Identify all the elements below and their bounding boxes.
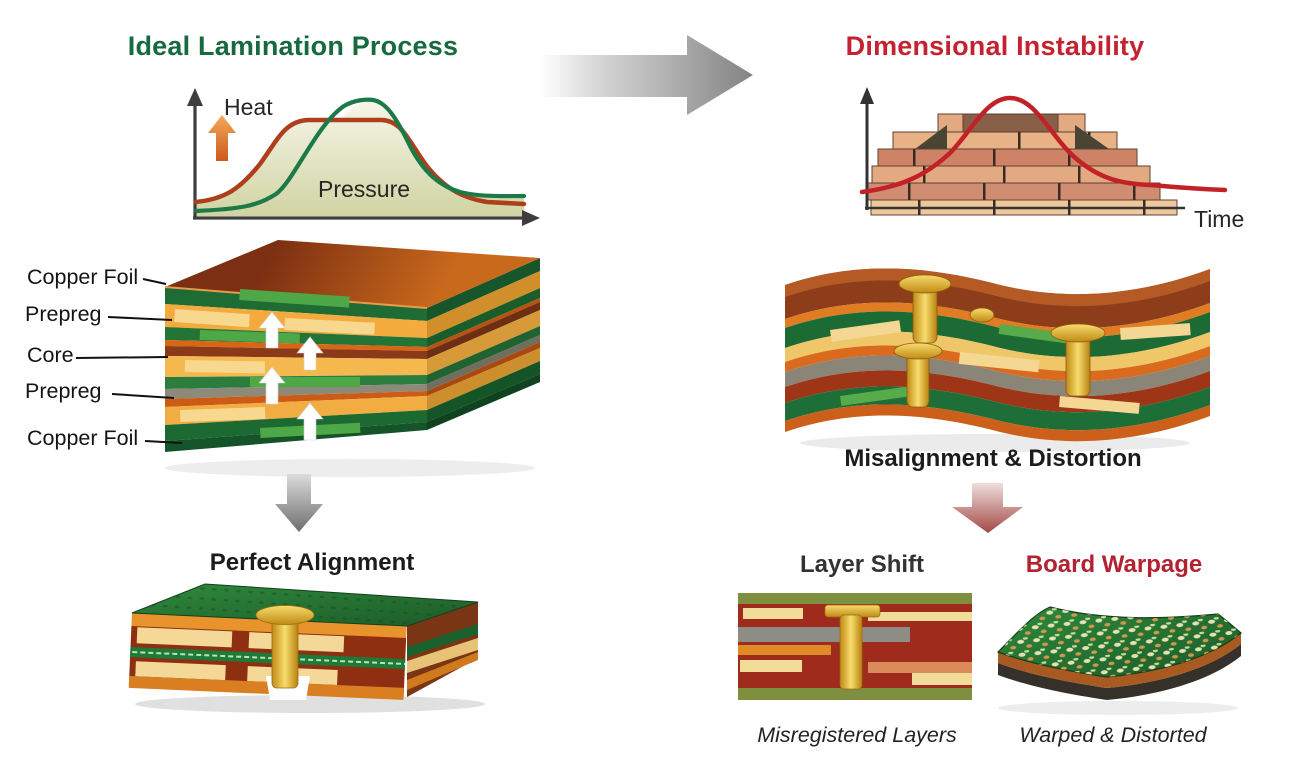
pressure-curve <box>193 97 527 214</box>
layer-label-prepreg-top: Prepreg <box>25 302 102 326</box>
left-title: Ideal Lamination Process <box>127 31 459 61</box>
board-warpage-title: Board Warpage <box>1025 551 1203 578</box>
down-arrow-red-icon <box>952 483 1023 533</box>
layer-label-copper-foil-bottom: Copper Foil <box>27 426 139 450</box>
layer-label-prepreg-bottom: Prepreg <box>25 379 102 403</box>
y-axis-arrowhead <box>187 88 203 106</box>
heat-up-arrow-icon <box>208 115 236 161</box>
misalignment-title: Misalignment & Distortion <box>844 445 1142 472</box>
perfect-alignment-illustration <box>128 583 485 713</box>
heat-label: Heat <box>224 94 273 120</box>
bonding-arrows <box>258 311 324 441</box>
y-axis-arrowhead <box>860 87 874 104</box>
board-warpage-illustration <box>996 606 1242 715</box>
via-pins <box>893 274 1106 408</box>
perfect-alignment-title: Perfect Alignment <box>209 549 415 576</box>
x-axis-arrowhead <box>522 210 540 226</box>
curve-shadow-right <box>1075 125 1109 149</box>
right-title: Dimensional Instability <box>845 31 1145 61</box>
chart-fill-area <box>196 100 524 216</box>
curve-shadow-left <box>915 125 947 149</box>
warped-stack-illustration <box>785 268 1210 452</box>
down-arrow-gray-icon <box>275 474 323 532</box>
time-label: Time <box>1194 206 1245 232</box>
layer-shift-title: Layer Shift <box>799 551 925 578</box>
instability-curve <box>859 95 1228 195</box>
instability-chart <box>859 87 1228 216</box>
pressure-label: Pressure <box>318 176 411 202</box>
layer-shift-illustration <box>738 593 972 700</box>
board-warpage-caption: Warped & Distorted <box>1019 723 1207 747</box>
lamination-profile-chart <box>187 88 540 226</box>
layer-label-core: Core <box>27 343 74 367</box>
pcb-stack-illustration <box>75 240 540 477</box>
layer-label-copper-foil-top: Copper Foil <box>27 265 139 289</box>
flow-arrow-icon <box>543 35 753 115</box>
leader-lines <box>75 278 183 444</box>
layer-shift-caption: Misregistered Layers <box>757 723 957 747</box>
